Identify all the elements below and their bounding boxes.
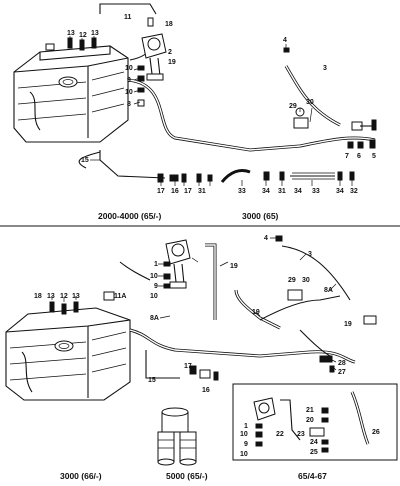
label-17: 17 bbox=[184, 363, 192, 370]
label-32: 32 bbox=[350, 188, 358, 195]
label-22: 22 bbox=[276, 431, 284, 438]
label-17: 17 bbox=[184, 188, 192, 195]
label-18: 18 bbox=[34, 293, 42, 300]
label-7: 7 bbox=[345, 153, 349, 160]
bottom-fittings bbox=[49, 235, 377, 381]
label-29: 29 bbox=[288, 277, 296, 284]
label-21: 21 bbox=[306, 407, 314, 414]
label-19: 19 bbox=[344, 321, 352, 328]
label-10: 10 bbox=[150, 273, 158, 280]
label-25: 25 bbox=[310, 449, 318, 456]
detail-box-65-4-67 bbox=[232, 383, 398, 461]
label-31: 31 bbox=[278, 188, 286, 195]
label-27: 27 bbox=[338, 369, 346, 376]
label-16: 16 bbox=[202, 387, 210, 394]
label-33: 33 bbox=[238, 188, 246, 195]
label-16: 16 bbox=[171, 188, 179, 195]
top-part-labels: 11 18 13 12 13 2 19 10 9 10 8 4 3 29 30 … bbox=[67, 14, 376, 195]
label-30: 30 bbox=[306, 99, 314, 106]
filter-assembly-5000 bbox=[157, 407, 197, 466]
top-fuel-tank bbox=[13, 43, 129, 143]
label-8: 8 bbox=[127, 101, 131, 108]
label-19: 19 bbox=[230, 263, 238, 270]
label-11: 11 bbox=[124, 14, 132, 21]
label-23: 23 bbox=[297, 431, 305, 438]
bottom-fuel-lines bbox=[119, 243, 356, 379]
bottom-fuel-tank bbox=[5, 307, 131, 401]
label-33: 33 bbox=[312, 188, 320, 195]
top-fittings bbox=[67, 37, 377, 183]
label-3: 3 bbox=[323, 65, 327, 72]
label-8A: 8A bbox=[150, 315, 159, 322]
label-10: 10 bbox=[150, 293, 158, 300]
label-8A: 8A bbox=[324, 287, 333, 294]
label-12: 12 bbox=[79, 32, 87, 39]
label-2: 2 bbox=[168, 49, 172, 56]
label-31: 31 bbox=[198, 188, 206, 195]
label-34: 34 bbox=[336, 188, 344, 195]
caption-top-left: 2000-4000 (65/-) bbox=[98, 211, 161, 221]
caption-bottom-right: 65/4-67 bbox=[298, 471, 327, 481]
label-30: 30 bbox=[302, 277, 310, 284]
label-34: 34 bbox=[262, 188, 270, 195]
label-15: 15 bbox=[148, 377, 156, 384]
label-6: 6 bbox=[357, 153, 361, 160]
label-13: 13 bbox=[91, 30, 99, 37]
bottom-leader-lines bbox=[51, 237, 337, 379]
label-13: 13 bbox=[47, 293, 55, 300]
label-26: 26 bbox=[372, 429, 380, 436]
label-3: 3 bbox=[308, 251, 312, 258]
label-29: 29 bbox=[289, 103, 297, 110]
label-11A: 11A bbox=[114, 293, 126, 300]
label-10: 10 bbox=[240, 431, 248, 438]
bottom-fuel-pump bbox=[165, 239, 191, 289]
label-18: 18 bbox=[165, 21, 173, 28]
top-fuel-lines bbox=[78, 3, 376, 179]
top-fuel-pump bbox=[141, 17, 167, 81]
label-20: 20 bbox=[306, 417, 314, 424]
label-4: 4 bbox=[283, 37, 287, 44]
label-17: 17 bbox=[157, 188, 165, 195]
label-12: 12 bbox=[60, 293, 68, 300]
label-28: 28 bbox=[338, 360, 346, 367]
label-5: 5 bbox=[372, 153, 376, 160]
label-19: 19 bbox=[252, 309, 260, 316]
label-13: 13 bbox=[67, 30, 75, 37]
label-19: 19 bbox=[168, 59, 176, 66]
label-24: 24 bbox=[310, 439, 318, 446]
label-9: 9 bbox=[244, 441, 248, 448]
label-10: 10 bbox=[125, 65, 133, 72]
label-10: 10 bbox=[240, 451, 248, 458]
label-10: 10 bbox=[125, 89, 133, 96]
label-9: 9 bbox=[127, 77, 131, 84]
caption-bottom-middle: 5000 (65/-) bbox=[166, 471, 208, 481]
label-4: 4 bbox=[264, 235, 268, 242]
caption-bottom-left: 3000 (66/-) bbox=[60, 471, 102, 481]
bottom-part-labels: 4 3 19 1 10 9 10 29 30 8A 8A 19 18 13 12… bbox=[34, 235, 380, 458]
top-leader-lines bbox=[69, 36, 353, 186]
label-1: 1 bbox=[154, 261, 158, 268]
label-9: 9 bbox=[154, 283, 158, 290]
caption-top-right: 3000 (65) bbox=[242, 211, 279, 221]
label-13: 13 bbox=[72, 293, 80, 300]
label-1: 1 bbox=[244, 423, 248, 430]
label-34: 34 bbox=[294, 188, 302, 195]
label-15: 15 bbox=[81, 157, 89, 164]
